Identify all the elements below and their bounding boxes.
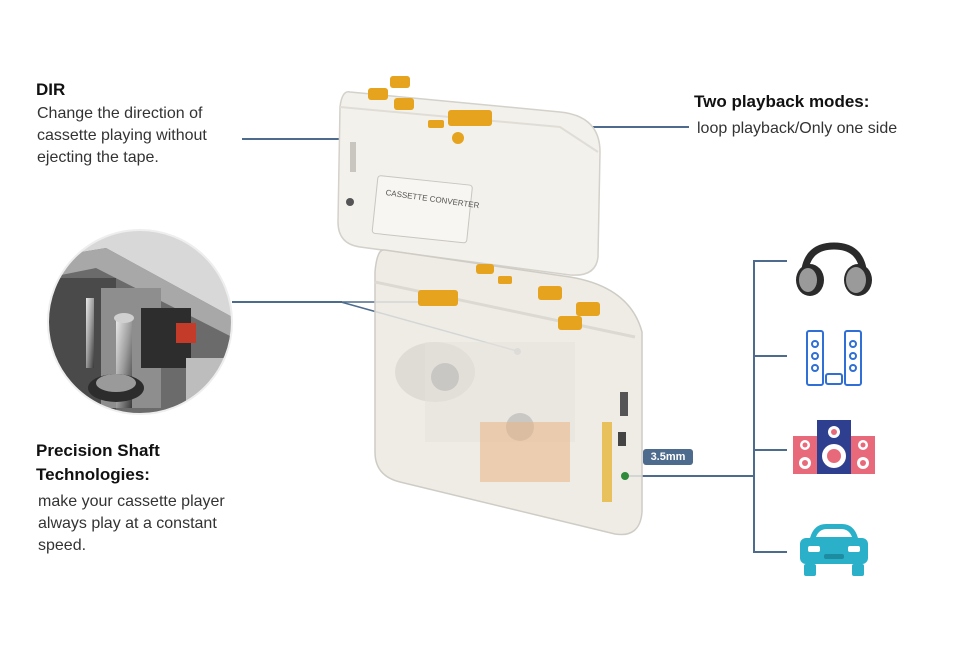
jack-label: 3.5mm: [643, 449, 693, 465]
speaker-system-icon: [793, 420, 875, 474]
back-button-1[interactable]: [390, 76, 410, 88]
front-button-3[interactable]: [558, 316, 582, 330]
output-branch-1: [753, 260, 787, 262]
dir-line-2: cassette playing without: [37, 127, 207, 144]
front-unit: [374, 249, 643, 536]
output-branch-2: [753, 355, 787, 357]
playback-title: Two playback modes:: [694, 92, 870, 111]
precision-line-3: speed.: [38, 537, 87, 554]
back-unit: CASSETTE CONVERTER: [337, 91, 601, 276]
dir-line-3: ejecting the tape.: [37, 149, 159, 166]
precision-description: make your cassette player always play at…: [38, 491, 225, 557]
tower-speakers-icon: [806, 330, 862, 386]
precision-title-line-1: Precision Shaft: [36, 441, 160, 460]
output-bracket-vertical: [753, 260, 755, 552]
output-branch-4: [753, 551, 787, 553]
mode-switch[interactable]: [448, 110, 492, 126]
front-button-small[interactable]: [476, 264, 494, 274]
dir-knob[interactable]: [452, 132, 464, 144]
back-button-2[interactable]: [368, 88, 388, 100]
front-button-2[interactable]: [576, 302, 600, 316]
cassette-player-image: CASSETTE CONVERTER: [337, 76, 643, 536]
precision-connector-line: [232, 301, 342, 303]
precision-line-1: make your cassette player: [38, 493, 225, 510]
car-icon: [800, 524, 868, 576]
dir-line-1: Change the direction of: [37, 105, 203, 122]
dir-title: DIR: [36, 80, 66, 99]
playback-description: loop playback/Only one side: [697, 120, 898, 137]
precision-title: Precision Shaft Technologies:: [36, 439, 160, 487]
front-mode-switch[interactable]: [418, 290, 458, 306]
front-button-1[interactable]: [538, 286, 562, 300]
headphones-icon: [796, 242, 872, 296]
precision-title-line-2: Technologies:: [36, 465, 150, 484]
output-branch-3: [753, 449, 787, 451]
front-switch[interactable]: [498, 276, 512, 284]
shaft-detail-photo: [47, 229, 233, 415]
dir-switch[interactable]: [428, 120, 444, 128]
jack-connector-line: [628, 475, 754, 477]
dir-description: Change the direction of cassette playing…: [37, 103, 207, 169]
back-button-3[interactable]: [394, 98, 414, 110]
precision-line-2: always play at a constant: [38, 515, 217, 532]
